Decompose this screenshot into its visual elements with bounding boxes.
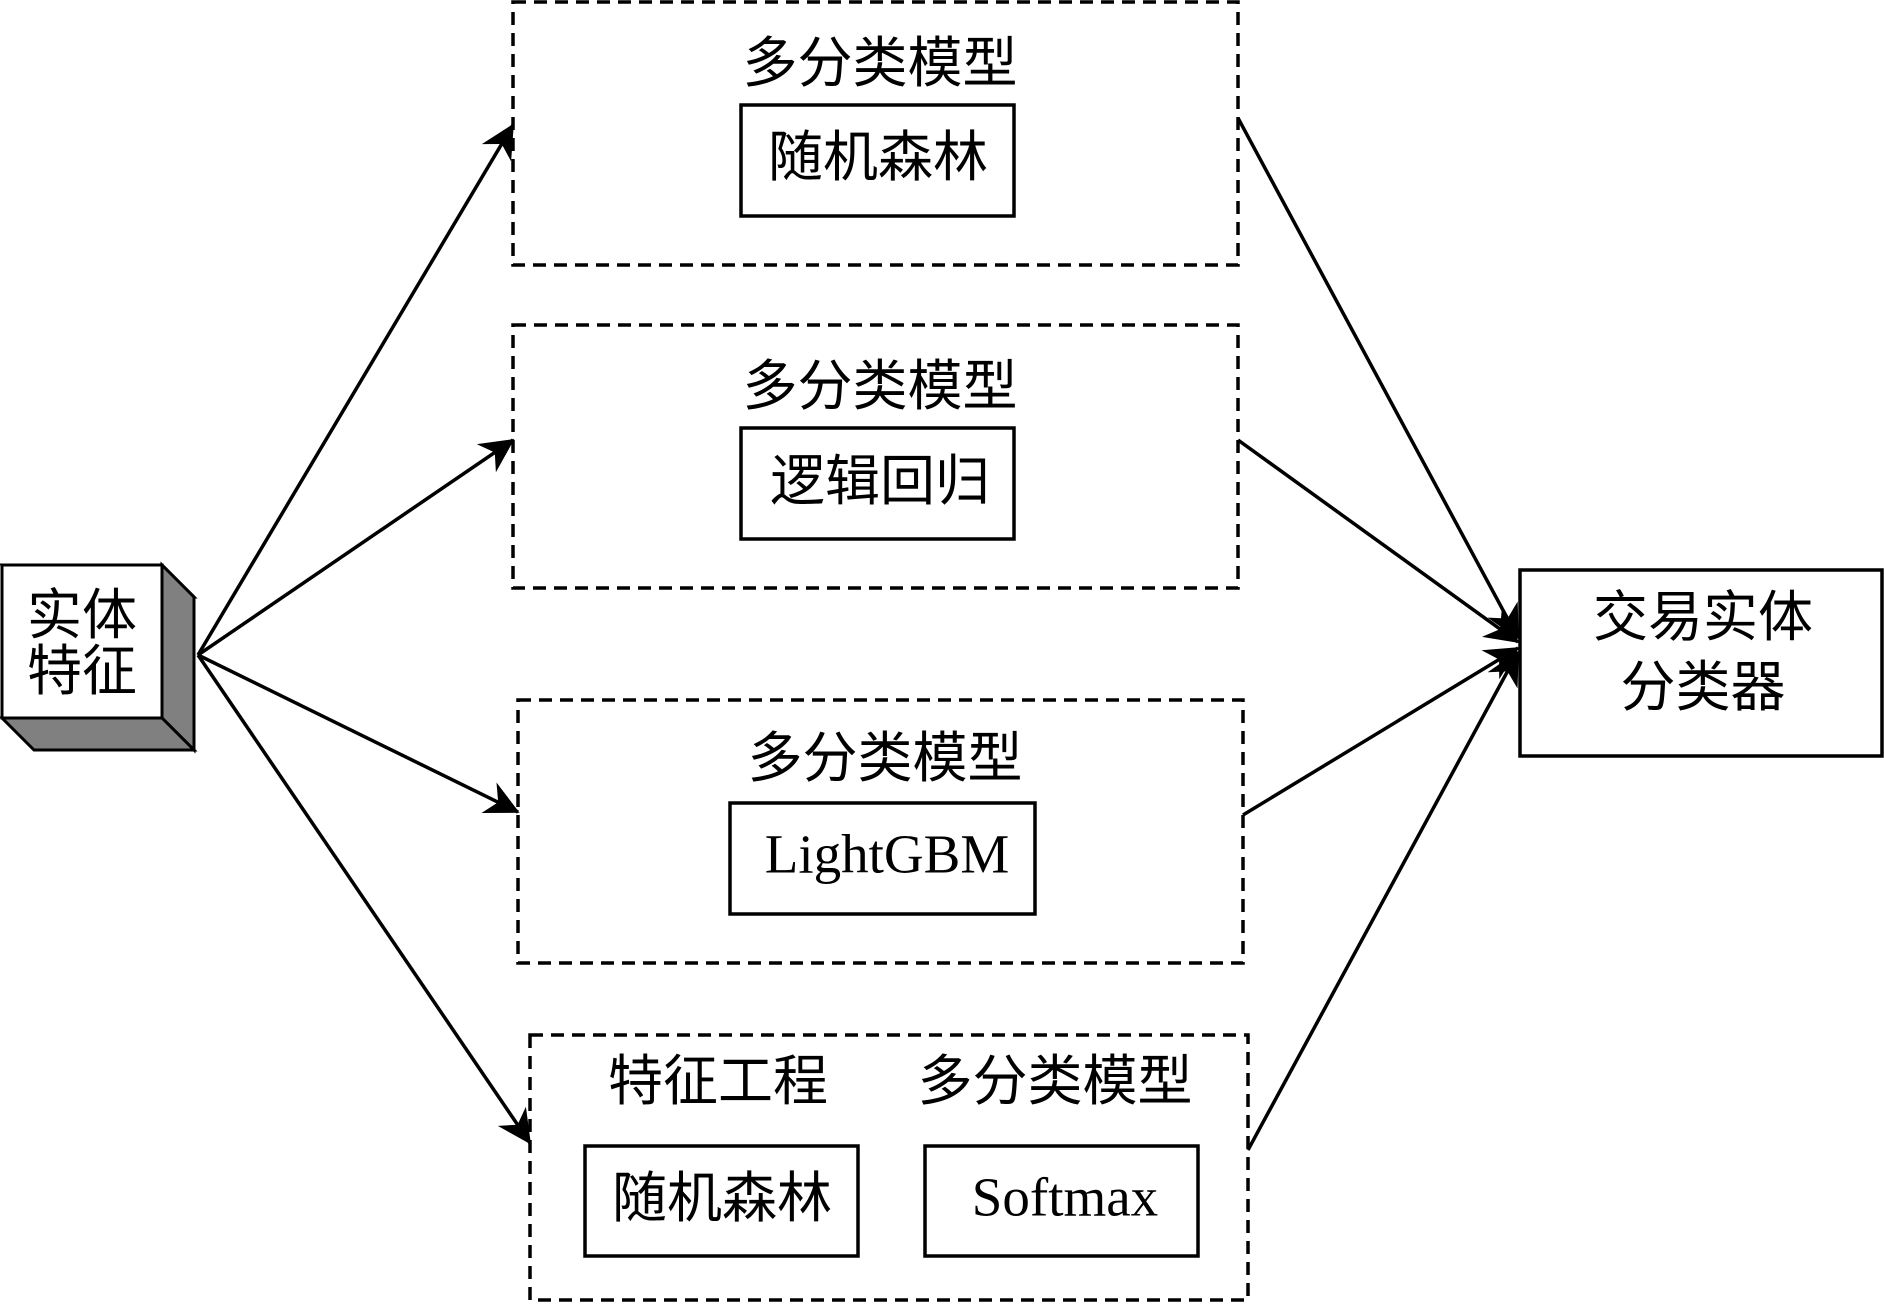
source-label-line2: 特征 <box>27 639 137 703</box>
cube-front-face <box>0 563 164 720</box>
model-box <box>728 801 1037 916</box>
model-box <box>923 1144 1200 1258</box>
group-header: 多分类模型 <box>742 354 1017 418</box>
model-group-random-forest: 多分类模型 随机森林 <box>511 0 1240 267</box>
arrow-to-group-2 <box>197 438 515 657</box>
group-header: 多分类模型 <box>742 31 1017 95</box>
group-header: 多分类模型 <box>917 1049 1192 1113</box>
model-group-lightgbm: 多分类模型 LightGBM <box>516 698 1245 965</box>
model-label: 随机森林 <box>768 125 988 189</box>
source-node: 实体 特征 <box>0 561 198 754</box>
group-dashed-frame <box>516 698 1245 965</box>
feature-engineering-header: 特征工程 <box>608 1049 828 1113</box>
arrow-to-group-4 <box>196 654 532 1145</box>
model-group-logistic-regression: 多分类模型 逻辑回归 <box>511 323 1240 590</box>
model-group-feature-engineering-softmax: 特征工程 多分类模型 随机森林 Softmax <box>528 1033 1250 1302</box>
model-box <box>739 103 1016 218</box>
group-dashed-frame <box>528 1033 1250 1302</box>
group-dashed-frame <box>511 0 1240 267</box>
arrow-to-group-3 <box>197 653 520 814</box>
arrow-to-group-1 <box>196 123 515 656</box>
model-label: Softmax <box>972 1167 1158 1228</box>
arrow-from-group-4 <box>1246 650 1520 1151</box>
source-label-line1: 实体 <box>27 583 137 647</box>
model-label: 逻辑回归 <box>770 449 990 513</box>
target-node: 交易实体 分类器 <box>1518 568 1884 758</box>
arrow-from-group-3 <box>1242 646 1520 817</box>
cube-bottom-face <box>0 716 198 752</box>
arrow-from-group-2 <box>1236 438 1520 644</box>
group-header: 多分类模型 <box>747 726 1022 790</box>
group-dashed-frame <box>511 323 1240 590</box>
input-arrows <box>196 123 532 1145</box>
model-box <box>739 426 1016 541</box>
feature-model-box <box>583 1144 860 1258</box>
arrow-from-group-1 <box>1236 117 1520 640</box>
model-label: LightGBM <box>765 824 1009 885</box>
target-label-line1: 交易实体 <box>1593 585 1813 649</box>
target-label-line2: 分类器 <box>1620 655 1785 719</box>
feature-model-label: 随机森林 <box>612 1166 832 1230</box>
output-arrows <box>1236 117 1520 1151</box>
target-box <box>1518 568 1884 758</box>
